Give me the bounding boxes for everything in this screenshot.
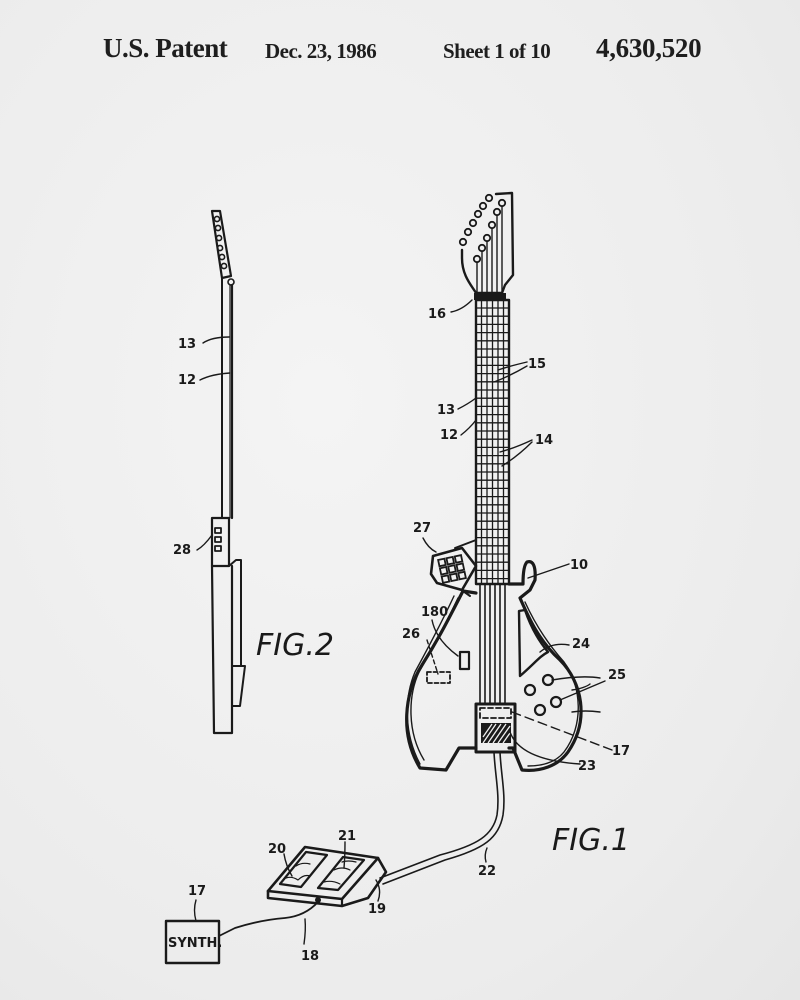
- fig1-strings-body: [479, 583, 506, 705]
- keypad-key: [455, 562, 466, 573]
- ref-label: 22: [478, 864, 496, 879]
- synthesizer-box: SYNTH. 17 18: [164, 884, 319, 965]
- fig2-tuning-pegs: [213, 215, 235, 286]
- keypad-key: [445, 555, 456, 566]
- ref-label: 12: [440, 428, 458, 443]
- patent-date: Dec. 23, 1986: [265, 39, 377, 63]
- ref-label: 24: [572, 637, 590, 652]
- ref-label: 20: [268, 842, 286, 857]
- fig1-control-knobs: [523, 673, 563, 717]
- ref-label: 180: [421, 605, 448, 620]
- fig2-control-module: [210, 516, 231, 568]
- synth-cable: [218, 901, 319, 937]
- keypad-key: [440, 574, 451, 584]
- ref-label: 13: [178, 337, 196, 352]
- ref-label: 23: [578, 759, 596, 774]
- keypad-key: [453, 554, 464, 564]
- keypad-key: [448, 572, 459, 583]
- fig1-strings-headstock: [476, 205, 503, 294]
- keypad-key: [437, 557, 447, 568]
- ref-label: 27: [413, 521, 431, 536]
- fig2-caption: FIG.2: [256, 628, 334, 663]
- fig1-headstock: [460, 191, 515, 295]
- ref-label: 12: [178, 373, 196, 388]
- patent-title: U.S. Patent: [103, 33, 228, 63]
- ref-label: 26: [402, 627, 420, 642]
- ref-label: 10: [570, 558, 588, 573]
- fig1-keypad: [429, 539, 478, 592]
- pedal-20: [278, 850, 329, 889]
- synth-label: SYNTH.: [168, 936, 222, 951]
- fig2-bridge: [231, 665, 246, 707]
- fig1-fretboard: [474, 298, 511, 586]
- keypad-key: [438, 565, 449, 576]
- fig1-component-26: [426, 671, 451, 684]
- fig1-component-180: [458, 650, 471, 671]
- fig1-front-view: 16 15 13 12 14 27 10 180 26 24 25 17 23 …: [379, 191, 630, 885]
- ref-label: 18: [301, 949, 319, 964]
- sheet-number: Sheet 1 of 10: [443, 39, 551, 63]
- ref-label: 13: [437, 403, 455, 418]
- fig2-side-view: 13 12 28 FIG.2: [173, 209, 334, 735]
- fig1-cutout-window: [517, 608, 550, 678]
- ref-label: 28: [173, 543, 191, 558]
- pedal-21: [316, 855, 366, 892]
- fig1-guitar-body: [405, 560, 583, 772]
- ref-label: 14: [535, 433, 553, 448]
- keypad-key: [457, 570, 467, 581]
- ref-label: 15: [528, 357, 546, 372]
- ref-label: 25: [608, 668, 626, 683]
- fig1-nut: [474, 293, 506, 300]
- fig2-body: [210, 564, 234, 735]
- keypad-key: [447, 564, 457, 574]
- fig1-leader-lines: [422, 299, 613, 863]
- ref-label: 21: [338, 829, 356, 844]
- ref-label: 17: [612, 744, 630, 759]
- ref-label: 19: [368, 902, 386, 917]
- fig1-bridge-pickup: [474, 702, 517, 754]
- ref-label: 16: [428, 307, 446, 322]
- fig2-headstock: [210, 209, 233, 280]
- fig1-cable: [379, 751, 499, 879]
- patent-number: 4,630,520: [596, 33, 702, 63]
- foot-controller: 20 21 19: [266, 829, 388, 917]
- fig1-caption: FIG.1: [552, 823, 630, 858]
- ref-label: 17: [188, 884, 206, 899]
